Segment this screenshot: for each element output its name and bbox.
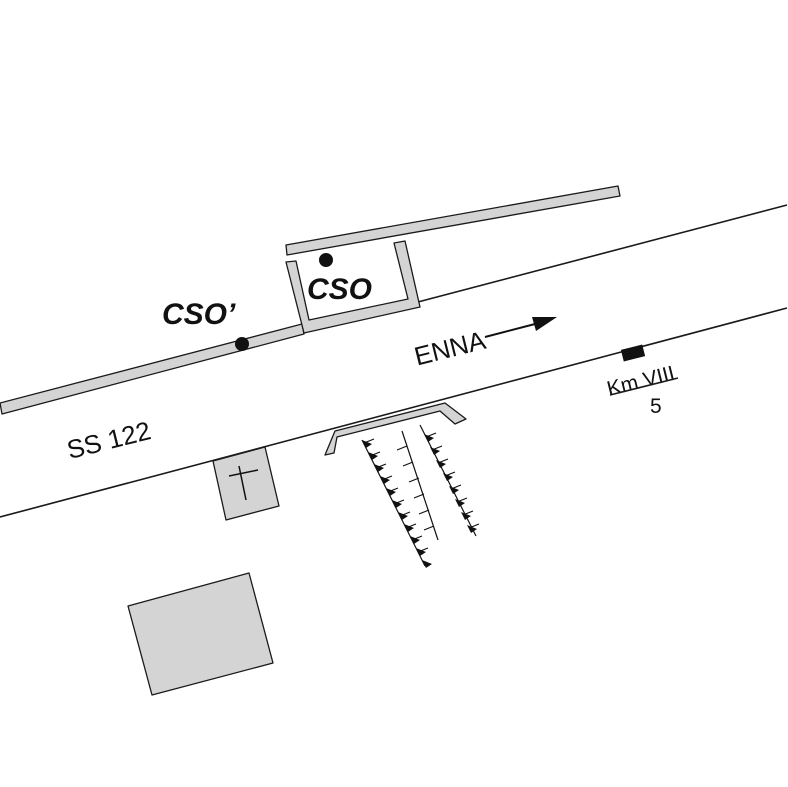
road-edge-south [0, 307, 788, 518]
cso-label: CSO [307, 273, 372, 306]
cso-enclosure [285, 240, 421, 334]
cso-prime-point [235, 337, 249, 351]
road-name-label: SS 122 [64, 415, 154, 465]
cso-prime-label: CSO’ [162, 298, 236, 331]
direction-label: ENNA [411, 325, 489, 372]
cross-icon [228, 465, 259, 501]
building-block [127, 572, 274, 696]
roadside-strip [0, 323, 305, 415]
kilometre-underline [609, 377, 679, 396]
north-wall-strip [285, 185, 621, 256]
chapel-plot [212, 446, 280, 521]
cso-point [319, 253, 333, 267]
slope-hatching-icon [361, 424, 480, 567]
arrow-right-icon [484, 317, 557, 338]
direction-indicator: ENNA [411, 325, 489, 372]
bridge-strip [324, 402, 467, 456]
slope-triangles [362, 434, 477, 568]
kilometre-sub-label: 5 [650, 395, 662, 418]
milestone-icon [620, 344, 646, 362]
